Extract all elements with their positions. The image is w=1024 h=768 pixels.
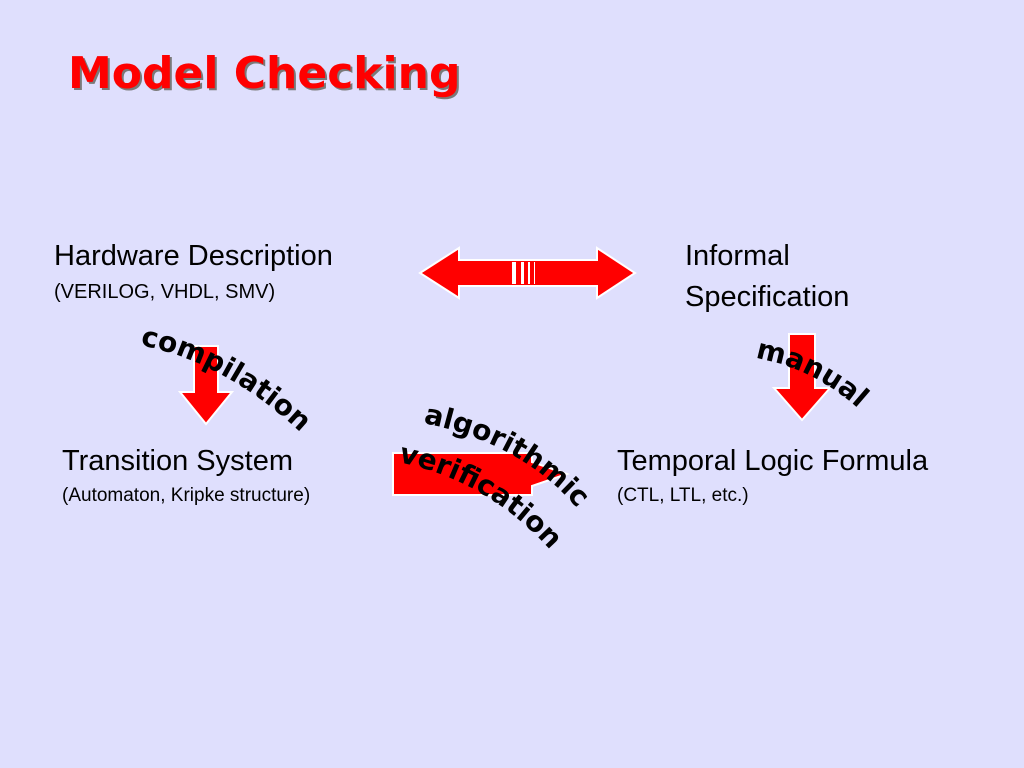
compilation-label: compilation	[138, 320, 318, 438]
temporal-logic-box: Temporal Logic Formula (CTL, LTL, etc.)	[617, 441, 928, 510]
double-arrow-notch	[534, 262, 535, 284]
double-arrow-notch	[521, 262, 524, 284]
informal-specification-line1: Informal	[685, 240, 790, 272]
manual-arrow	[771, 333, 833, 422]
transition-system-box: Transition System (Automaton, Kripke str…	[62, 441, 310, 510]
transition-system-examples: (Automaton, Kripke structure)	[62, 485, 311, 506]
double-arrow-shape	[418, 246, 637, 300]
compilation-arrow	[177, 345, 235, 426]
transition-system-title: Transition System	[62, 445, 293, 477]
informal-specification-box: Informal Specification	[685, 236, 849, 318]
double-arrow-notch	[528, 262, 530, 284]
hardware-description-title: Hardware Description	[54, 240, 333, 272]
informal-specification-line2: Specification	[685, 281, 850, 313]
double-arrow-notch	[512, 262, 516, 284]
hardware-description-box: Hardware Description (VERILOG, VHDL, SMV…	[54, 236, 333, 307]
slide-title: Model Checking	[68, 48, 461, 99]
temporal-logic-title: Temporal Logic Formula	[617, 445, 929, 477]
hardware-description-languages: (VERILOG, VHDL, SMV)	[54, 281, 276, 303]
verification-arrow	[392, 452, 571, 496]
temporal-logic-examples: (CTL, LTL, etc.)	[617, 485, 749, 506]
double-arrow	[418, 246, 637, 300]
